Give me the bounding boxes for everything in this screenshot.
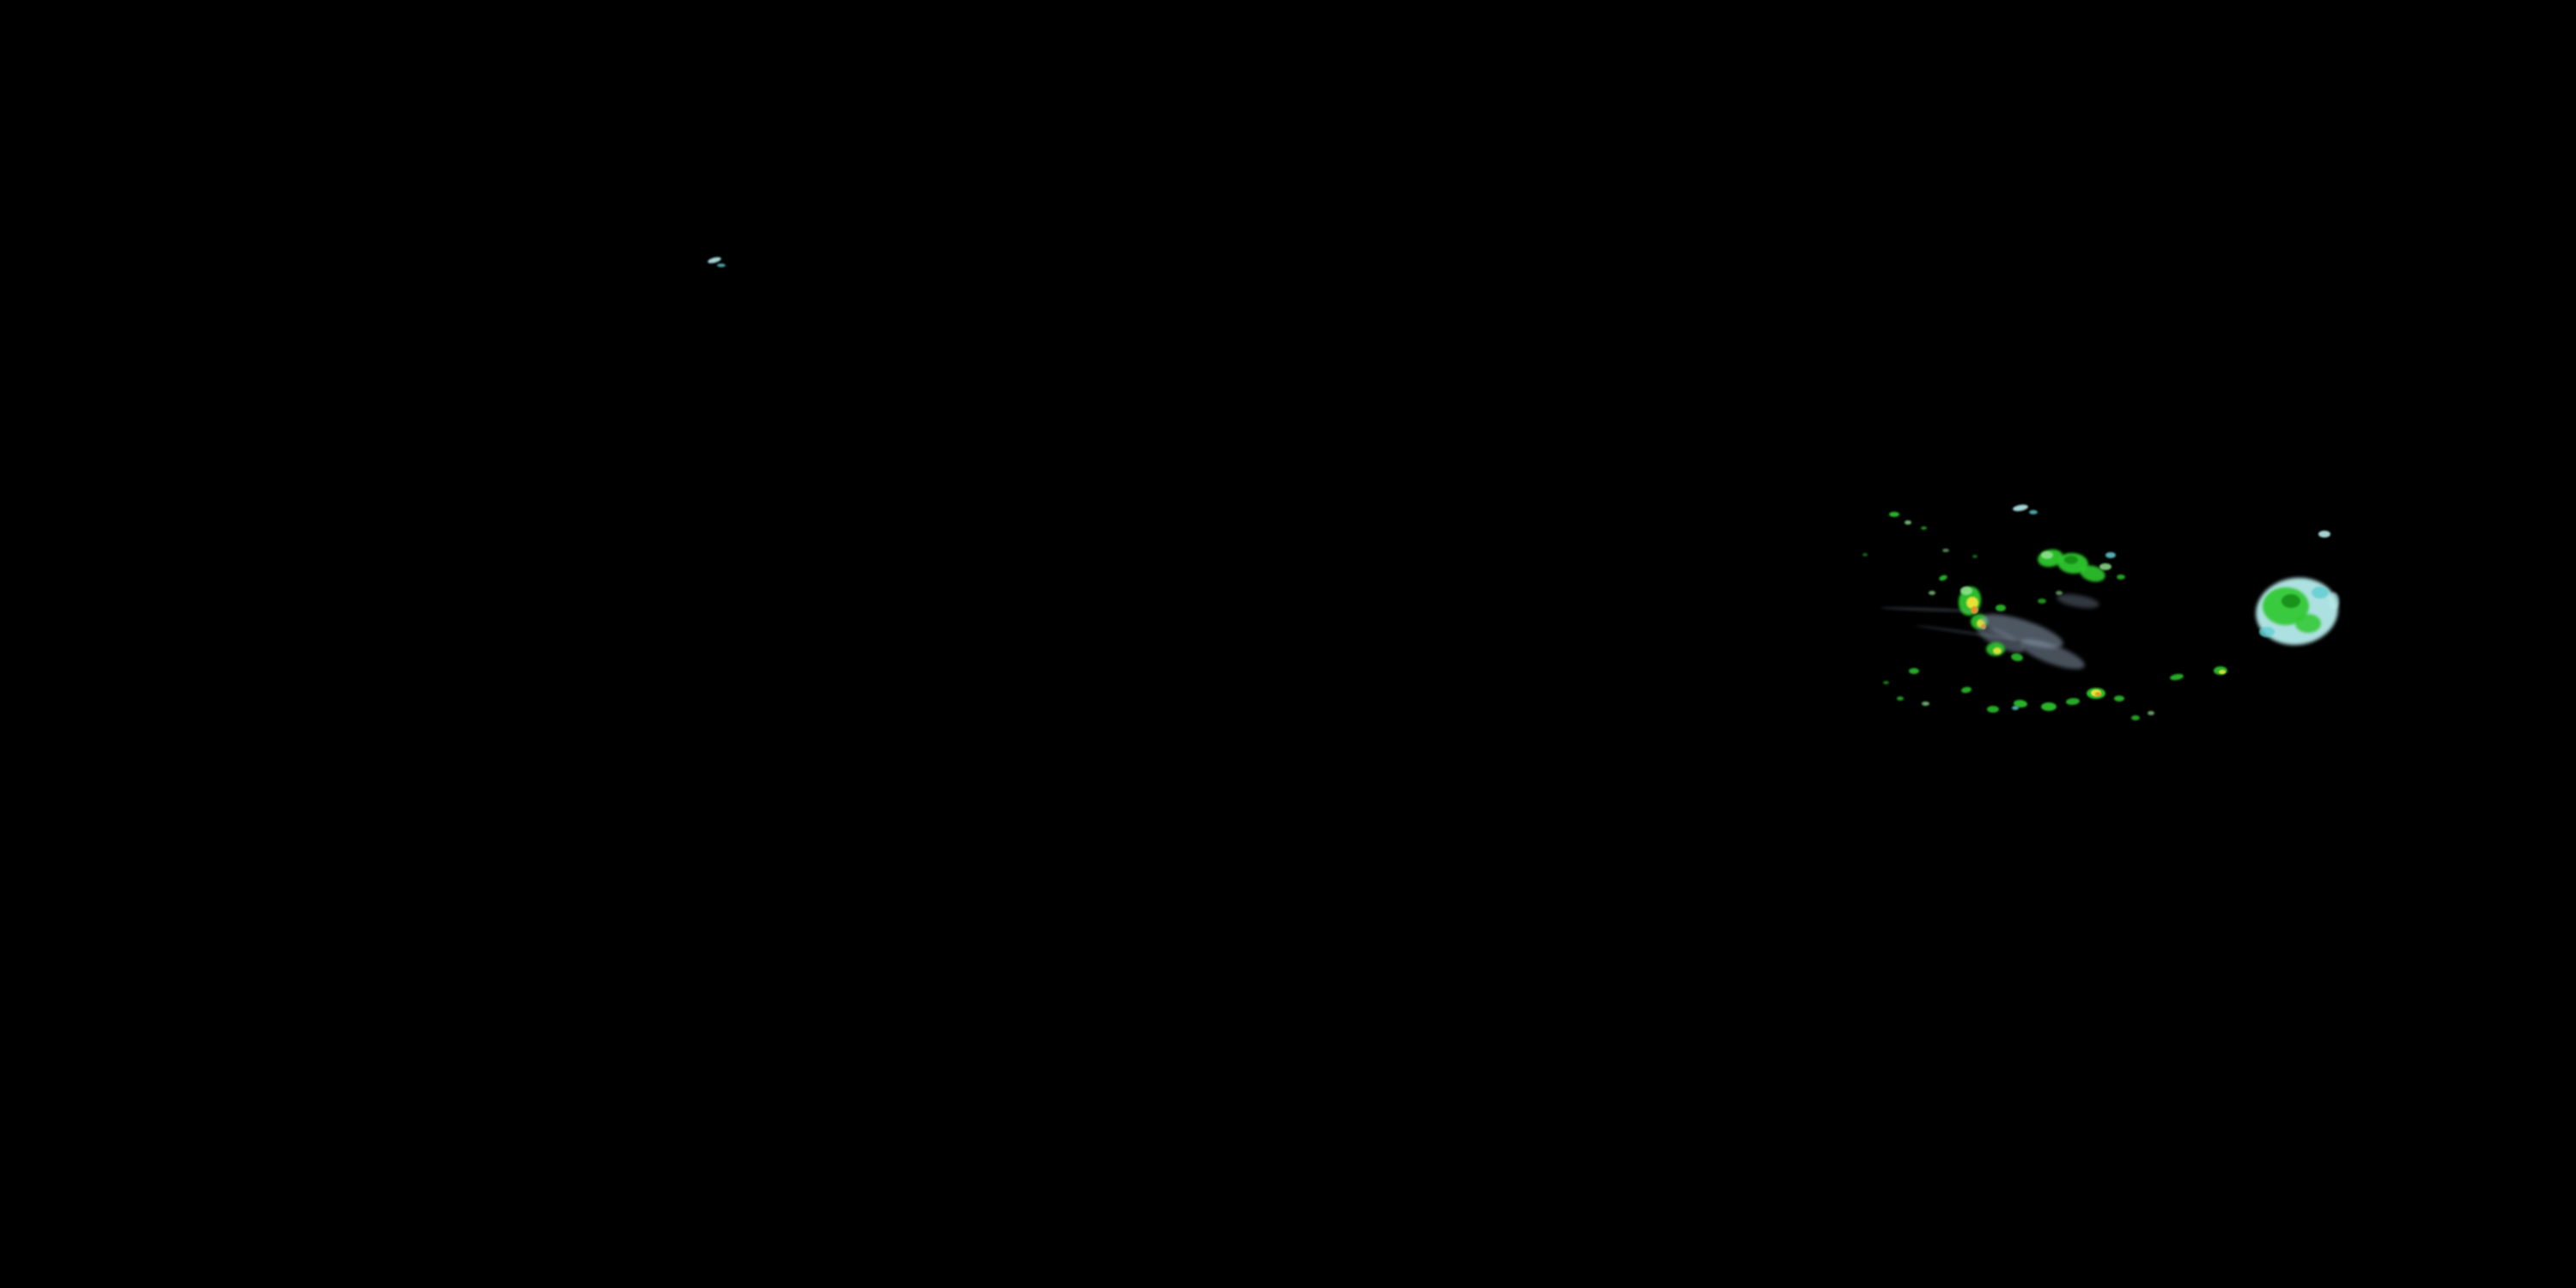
radar-echo <box>2214 666 2227 675</box>
radar-echo <box>1986 642 2005 656</box>
radar-echo <box>1966 597 1978 609</box>
radar-echo <box>707 256 722 264</box>
radar-echo <box>2312 586 2329 598</box>
radar-echo <box>2057 551 2089 575</box>
radar-echo <box>1971 614 1988 629</box>
radar-echo <box>2281 594 2300 608</box>
radar-echo <box>2038 598 2046 604</box>
radar-echo <box>1897 696 1904 701</box>
radar-echo <box>2105 551 2116 558</box>
radar-echo <box>2148 710 2154 715</box>
radar-echo <box>2041 550 2053 559</box>
radar-echo <box>1915 623 2035 644</box>
radar-echo <box>2099 563 2111 570</box>
radar-echo <box>2029 509 2038 514</box>
radar-echo <box>2219 669 2226 674</box>
radar-echo <box>1970 605 1978 614</box>
radar-echo <box>2056 591 2100 611</box>
radar-echo <box>1942 549 1949 552</box>
radar-echo <box>2329 592 2339 610</box>
radar-echo <box>2169 672 2184 681</box>
radar-echo <box>1978 607 2067 655</box>
radar-echo <box>1909 667 1919 674</box>
radar-echo <box>2251 572 2342 651</box>
radar-echo <box>2295 614 2321 633</box>
radar-echo <box>2091 690 2101 696</box>
radar-echo <box>1880 605 1984 614</box>
radar-echo <box>2087 687 2105 699</box>
radar-echo <box>1977 619 1985 628</box>
radar-echo <box>1938 574 1948 582</box>
radar-echo <box>1929 590 1935 595</box>
radar-echo <box>1921 701 1929 706</box>
radar-echo <box>1981 624 1986 629</box>
radar-echo <box>1920 526 1927 530</box>
radar-echo <box>1889 512 1899 517</box>
radar-echo <box>1862 553 1868 556</box>
radar-echo <box>2131 715 2140 720</box>
radar-echo <box>1993 647 2002 654</box>
radar-echo <box>1956 585 1984 617</box>
radar-echo <box>2056 590 2063 595</box>
radar-echo <box>2013 698 2028 708</box>
radar-echo <box>2114 695 2124 702</box>
radar-echo <box>2117 574 2125 580</box>
radar-echo <box>1972 555 1978 558</box>
radar-echo <box>2012 705 2019 710</box>
radar-echo <box>1960 586 1972 595</box>
radar-echo <box>2259 627 2275 637</box>
radar-echo <box>2263 587 2309 625</box>
radar-echo <box>2010 652 2024 662</box>
radar-echo <box>2318 531 2330 538</box>
radar-echo <box>1905 519 1911 525</box>
radar-echo <box>1960 685 1972 694</box>
radar-echo <box>1974 622 2027 658</box>
radar-echo <box>2041 702 2057 711</box>
radar-echo <box>2078 562 2107 585</box>
radar-echo <box>2065 697 2081 706</box>
radar-echo <box>1882 681 1889 684</box>
radar-echo <box>2016 633 2088 676</box>
radar-echo <box>717 264 726 267</box>
radar-echo <box>2012 502 2029 513</box>
radar-echo <box>1987 706 1999 713</box>
radar-echo <box>2064 556 2078 564</box>
radar-echo <box>2036 547 2065 569</box>
radar-echo <box>1996 605 2006 611</box>
radar-echo <box>2094 691 2101 696</box>
